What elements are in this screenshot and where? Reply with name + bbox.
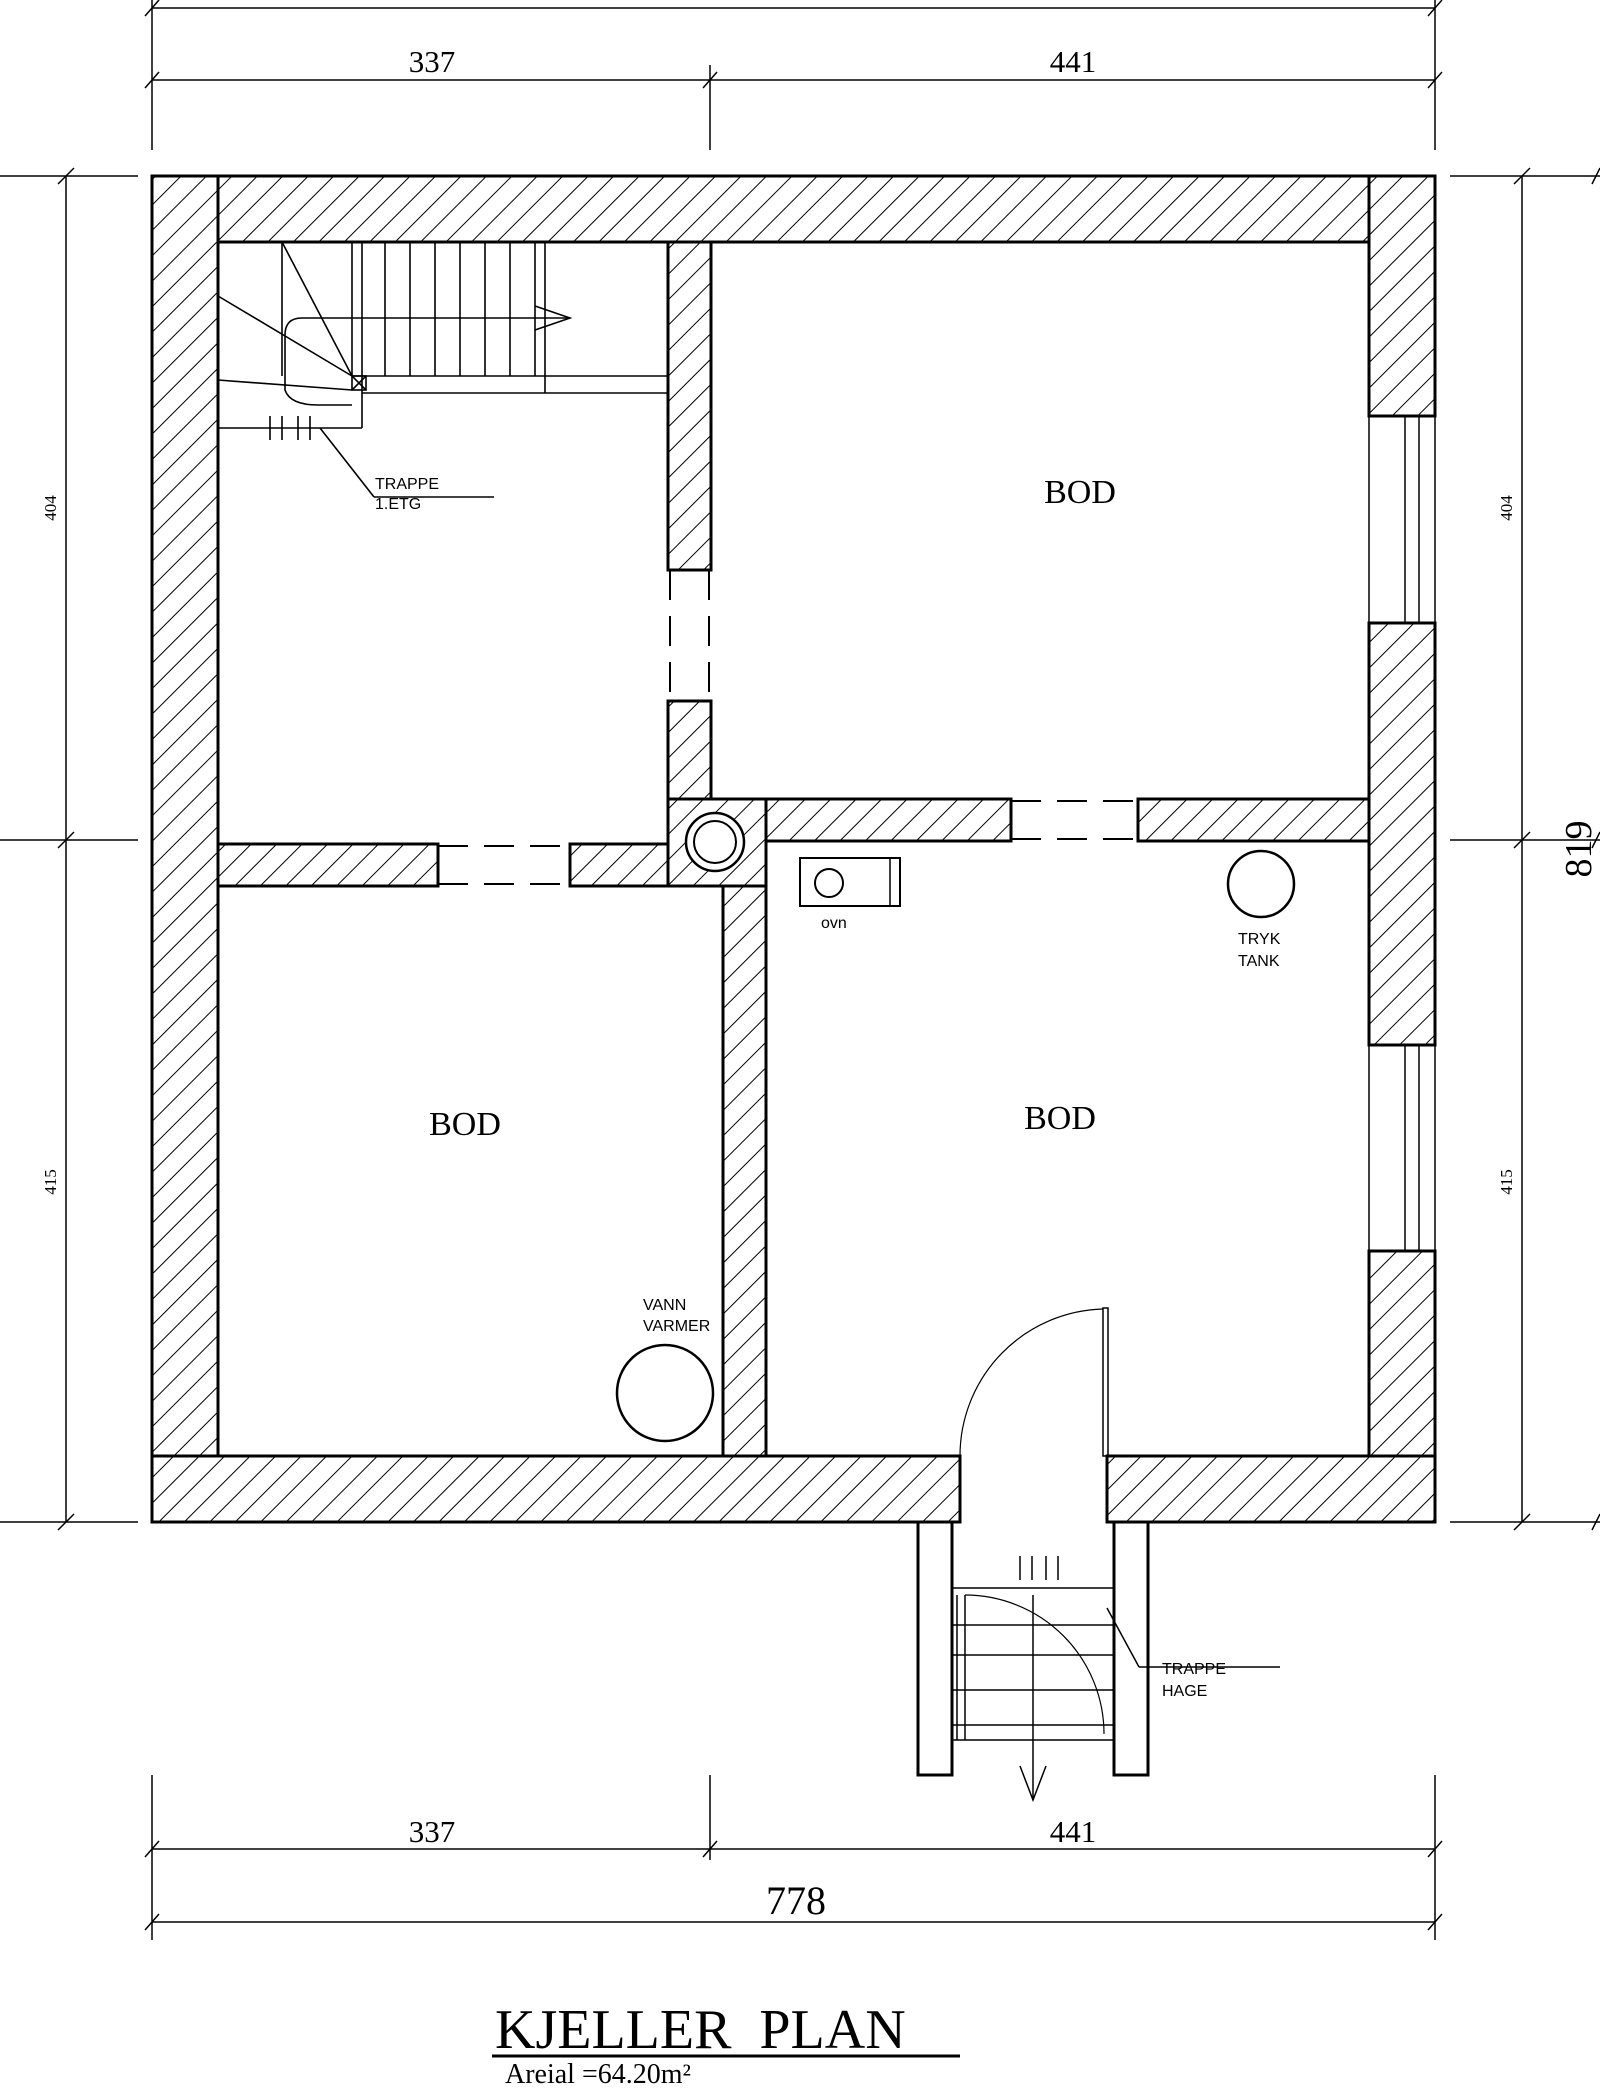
label-tank-1: TRYK <box>1238 931 1281 948</box>
room-label-lower-right: BOD <box>1024 1100 1096 1137</box>
plan-area: Areial =64.20m² <box>505 2059 691 2089</box>
wall-center-vertical-lower <box>666 699 713 801</box>
label-heater-2: VARMER <box>643 1318 710 1335</box>
dim-right-lower: 415 <box>1497 1169 1516 1195</box>
dim-left-lower: 415 <box>41 1169 60 1195</box>
outer-staircase <box>916 1522 1280 1803</box>
label-stair-inner-2: 1.ETG <box>375 496 421 513</box>
dim-bottom-right: 441 <box>1050 1814 1097 1849</box>
wall-left-partition-a <box>216 842 440 888</box>
dim-left-upper: 404 <box>41 495 60 521</box>
room-label-upper-right: BOD <box>1044 474 1116 511</box>
inner-staircase <box>217 241 668 498</box>
wall-bottom-left <box>150 1454 962 1524</box>
room-label-lower-left: BOD <box>429 1106 501 1143</box>
oven-icon <box>799 857 901 907</box>
chimney <box>684 811 746 873</box>
dim-top-left: 337 <box>409 44 456 79</box>
wall-bottom-right <box>1105 1454 1437 1524</box>
pressure-tank-icon <box>1226 849 1296 919</box>
label-oven: ovn <box>821 915 847 932</box>
dim-bottom-left: 337 <box>409 1814 456 1849</box>
door-swing <box>959 1307 1109 1522</box>
dim-right-upper: 404 <box>1497 495 1516 521</box>
label-stair-inner-1: TRAPPE <box>375 476 439 493</box>
wall-top <box>150 174 1437 244</box>
dim-top-right: 441 <box>1050 44 1097 79</box>
dim-right-total: 819 <box>1558 821 1600 878</box>
wall-left <box>150 174 220 1524</box>
dimension-lines <box>0 0 1600 1940</box>
wall-right-top <box>1367 174 1437 418</box>
dim-bottom-total: 778 <box>766 1878 826 1923</box>
wall-left-partition-b <box>568 842 670 888</box>
label-heater-1: VANN <box>643 1297 686 1314</box>
label-stair-outer-1: TRAPPE <box>1162 1661 1226 1678</box>
wall-right-partition-b <box>1136 797 1371 843</box>
label-stair-outer-2: HAGE <box>1162 1683 1207 1700</box>
wall-center-vertical-upper <box>666 240 713 572</box>
openings <box>438 570 1138 885</box>
wall-right-middle <box>1367 621 1437 1047</box>
windows <box>1368 416 1436 1251</box>
label-tank-2: TANK <box>1238 953 1280 970</box>
walls <box>150 174 1437 1524</box>
wall-lower-center-vertical <box>721 884 768 1458</box>
plan-title: KJELLER PLAN <box>495 1999 906 2061</box>
wall-right-partition-a <box>764 797 1013 843</box>
water-heater-icon <box>615 1343 715 1443</box>
